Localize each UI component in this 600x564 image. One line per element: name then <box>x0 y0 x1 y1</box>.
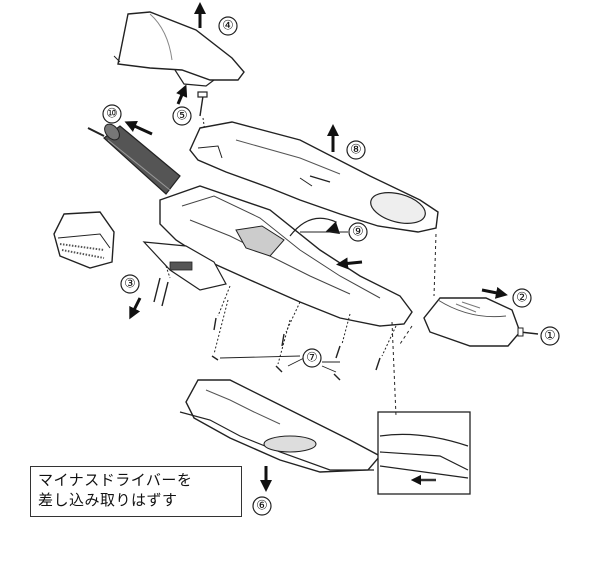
svg-text:⑧: ⑧ <box>350 143 362 158</box>
arrow-10 <box>124 121 153 136</box>
svg-text:④: ④ <box>222 19 234 34</box>
step-number-6: ⑥ <box>252 496 272 516</box>
step-number-2: ② <box>512 288 532 308</box>
svg-text:⑥: ⑥ <box>256 499 268 514</box>
top-cover-part <box>113 11 245 87</box>
instruction-callout: マイナスドライバーを 差し込み取りはずす <box>30 466 242 517</box>
step-number-3: ③ <box>120 274 140 294</box>
arrow-2 <box>481 286 508 299</box>
step-number-1: ① <box>540 326 560 346</box>
svg-text:③: ③ <box>124 277 136 292</box>
svg-text:⑨: ⑨ <box>352 225 364 240</box>
blade-head-part <box>53 211 115 269</box>
screws-group-left <box>153 265 171 307</box>
motor-part <box>87 123 181 195</box>
inner-chassis-part <box>142 185 413 327</box>
guide-lines <box>391 233 437 417</box>
step-number-10: ⑩ <box>102 104 122 124</box>
lower-housing-part <box>179 379 382 473</box>
direction-arrows <box>124 1 508 492</box>
inset-detail <box>377 411 471 495</box>
arrow-9 <box>336 257 363 270</box>
cap-screw <box>517 327 539 337</box>
instruction-line-1: マイナスドライバーを <box>38 471 193 489</box>
step-number-4: ④ <box>218 16 238 36</box>
arrow-3 <box>129 297 142 320</box>
instruction-line-2: 差し込み取りはずす <box>38 491 178 509</box>
step-number-9: ⑨ <box>300 222 368 242</box>
top-screw <box>197 91 208 133</box>
svg-text:②: ② <box>516 291 528 306</box>
svg-text:⑦: ⑦ <box>306 351 318 366</box>
svg-text:⑤: ⑤ <box>176 109 188 124</box>
step-number-7: ⑦ <box>302 348 322 368</box>
step-number-5: ⑤ <box>172 106 192 126</box>
svg-text:⑩: ⑩ <box>106 107 118 122</box>
arrow-5 <box>176 84 188 105</box>
svg-text:①: ① <box>544 329 556 344</box>
screws-group-bottom <box>211 285 397 381</box>
upper-housing-part <box>189 121 439 233</box>
rear-cap-part <box>423 297 521 347</box>
step-number-8: ⑧ <box>346 140 366 160</box>
